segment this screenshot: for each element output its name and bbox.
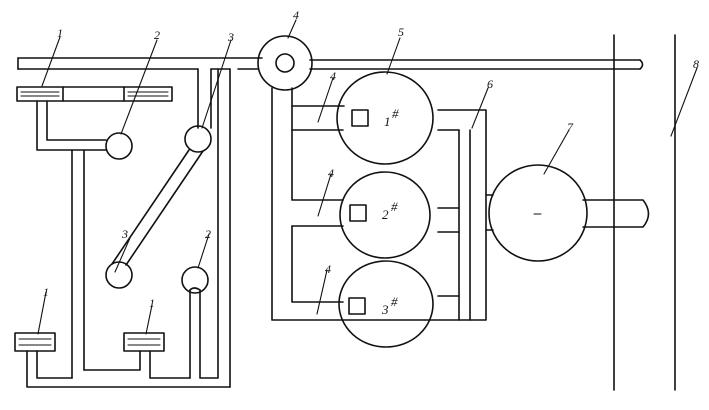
tank-feed-pipes — [271, 87, 494, 321]
callout-numbers: 1 2 3 4 5 6 7 8 4 4 4 1 1 3 2 — [43, 8, 699, 310]
callout-5: 5 — [398, 25, 404, 39]
callout-3-lower: 3 — [121, 227, 128, 241]
callout-4-top: 4 — [293, 8, 299, 22]
tank-1-label: 1 — [384, 114, 391, 129]
callout-4-tank-1: 4 — [330, 69, 336, 83]
unit-3-upper — [184, 125, 212, 153]
callout-6: 6 — [487, 77, 493, 91]
callout-7: 7 — [567, 120, 574, 134]
tank-3-label: 3 — [381, 302, 389, 317]
left-piping — [26, 68, 231, 388]
unit-1-top-left — [16, 86, 173, 102]
callout-2-lower: 2 — [205, 227, 211, 241]
callout-2-top: 2 — [154, 28, 160, 42]
callout-3-top: 3 — [227, 30, 234, 44]
unit-1-bottom-left — [14, 332, 56, 352]
pump-2-upper — [105, 132, 133, 160]
callout-1-top: 1 — [57, 26, 63, 40]
tank-2: 2 # — [339, 171, 431, 259]
callout-8: 8 — [693, 57, 699, 71]
ring-valve-4 — [257, 35, 313, 91]
tank-3: 3 # — [338, 260, 434, 348]
tank-3-sup: # — [391, 294, 398, 309]
boundary-8 — [613, 34, 676, 391]
pump-2-lower — [181, 266, 209, 294]
diagonal-pipe — [111, 149, 204, 266]
unit-1-bottom-mid — [123, 332, 165, 352]
callout-1-bottom-mid: 1 — [149, 296, 155, 310]
tank-1-sup: # — [392, 106, 399, 121]
callout-4-tank-3: 4 — [325, 262, 331, 276]
callout-1-bottom-left: 1 — [43, 285, 49, 299]
tank-7 — [488, 164, 650, 262]
unit-3-lower — [105, 261, 133, 289]
leader-lines — [37, 19, 698, 335]
tank-2-label: 2 — [382, 207, 389, 222]
callout-4-tank-2: 4 — [328, 166, 334, 180]
tank-1: 1 # — [336, 71, 434, 165]
main-header-pipe — [17, 57, 644, 70]
tank-2-sup: # — [391, 199, 398, 214]
